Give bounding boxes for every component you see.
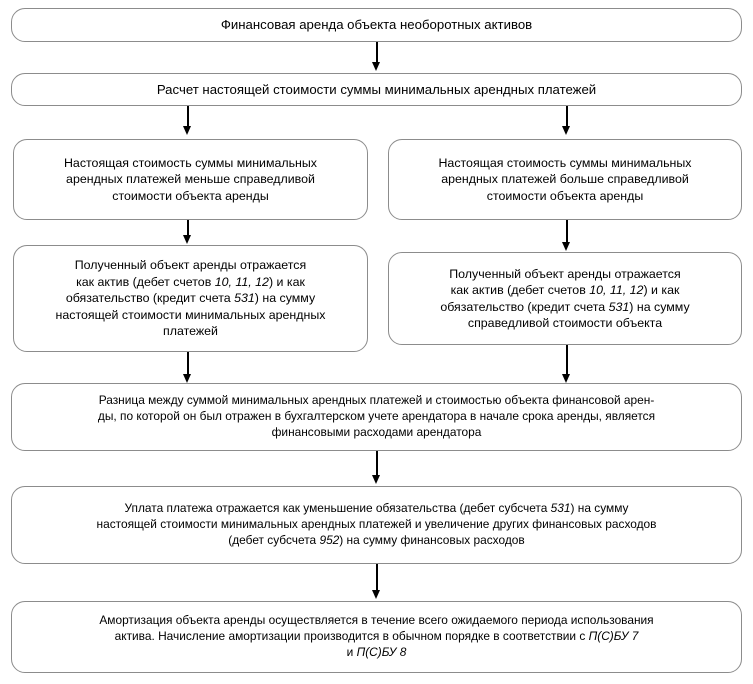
node-text: Расчет настоящей стоимости суммы минимал… xyxy=(156,81,597,97)
node-line-1: Амортизация объекта аренды осуществляетс… xyxy=(99,613,654,628)
node-text: Финансовая аренда объекта необоротных ак… xyxy=(220,17,533,33)
node-line-3-pre: (дебет субсчета xyxy=(228,532,320,547)
arrowhead-n3a-n4a xyxy=(183,235,191,244)
arrowhead-n6-n7 xyxy=(372,590,380,599)
node-line-2: настоящей стоимости минимальных арендных… xyxy=(96,517,657,532)
subaccount-number-952: 952 xyxy=(319,532,340,547)
connector-n4b-n5 xyxy=(566,345,568,376)
connector-n5-n6 xyxy=(376,451,378,477)
arrowhead-n2-n3b xyxy=(562,126,570,135)
node-difference-is-finance-expense: Разница между суммой минимальных арендны… xyxy=(11,383,742,451)
node-line-1: Настоящая стоимость суммы минимальных xyxy=(63,155,317,170)
connector-n2-n3b xyxy=(566,106,568,128)
node-line-1-pre: Уплата платежа отражается как уменьшение… xyxy=(124,501,551,516)
node-line-2: арендных платежей меньше справедливой xyxy=(66,172,315,187)
node-line-2-pre: как актив (дебет счетов xyxy=(76,274,215,289)
connector-n1-n2 xyxy=(376,42,378,64)
node-line-3-post: ) на сумму xyxy=(254,291,316,306)
standard-ref-psbu-7: П(С)БУ 7 xyxy=(588,629,639,644)
connector-n3b-n4b xyxy=(566,220,568,244)
node-line-3-pre: обязательство (кредит счета xyxy=(65,291,235,306)
node-financial-lease-title: Финансовая аренда объекта необоротных ак… xyxy=(11,8,742,42)
arrowhead-n3b-n4b xyxy=(562,242,570,251)
node-line-3-pre: и xyxy=(346,644,357,659)
account-number-10-11-12: 10, 11, 12 xyxy=(214,274,269,289)
arrowhead-n4b-n5 xyxy=(562,374,570,383)
node-depreciation-rules: Амортизация объекта аренды осуществляетс… xyxy=(11,601,742,673)
node-line-1: Разница между суммой минимальных арендны… xyxy=(98,393,655,408)
node-line-1: Настоящая стоимость суммы минимальных xyxy=(438,155,692,170)
node-line-3: финансовыми расходами арендатора xyxy=(271,424,482,439)
arrowhead-n2-n3a xyxy=(183,126,191,135)
account-number-531: 531 xyxy=(608,299,630,314)
standard-ref-psbu-8: П(С)БУ 8 xyxy=(356,644,407,659)
node-line-2-post: ) и как xyxy=(643,283,680,297)
node-line-3: стоимости объекта аренды xyxy=(486,188,644,203)
node-line-2-pre: актива. Начисление амортизации производи… xyxy=(114,629,589,644)
arrowhead-n5-n6 xyxy=(372,475,380,484)
node-pv-greater-than-fair-value: Настоящая стоимость суммы минимальных ар… xyxy=(388,139,742,220)
arrowhead-n1-n2 xyxy=(372,62,380,71)
node-pv-less-than-fair-value: Настоящая стоимость суммы минимальных ар… xyxy=(13,139,368,220)
node-line-1-post: ) на сумму xyxy=(570,501,629,516)
node-line-3-pre: обязательство (кредит счета xyxy=(440,299,609,314)
node-line-2: ды, по которой он был отражен в бухгалте… xyxy=(97,409,656,424)
node-line-4: справедливой стоимости объекта xyxy=(467,316,663,330)
subaccount-number-531: 531 xyxy=(550,501,571,516)
node-line-1: Полученный объект аренды отражается xyxy=(449,266,681,281)
arrowhead-n4a-n5 xyxy=(183,374,191,383)
connector-n6-n7 xyxy=(376,564,378,592)
node-payment-reduces-liability: Уплата платежа отражается как уменьшение… xyxy=(11,486,742,564)
node-record-asset-at-fair-value: Полученный объект аренды отражается как … xyxy=(388,252,742,345)
node-line-4: настоящей стоимости минимальных арендных xyxy=(55,307,326,322)
node-line-3: стоимости объекта аренды xyxy=(112,188,269,203)
node-line-2: арендных платежей больше справедливой xyxy=(441,172,689,187)
connector-n3a-n4a xyxy=(187,220,189,237)
account-number-531: 531 xyxy=(234,291,255,306)
account-number-10-11-12: 10, 11, 12 xyxy=(589,283,644,297)
node-line-5: платежей xyxy=(163,324,218,339)
node-record-asset-at-present-value: Полученный объект аренды отражается как … xyxy=(13,245,368,352)
node-line-2-post: ) и как xyxy=(268,274,305,289)
connector-n2-n3a xyxy=(187,106,189,128)
node-calc-present-value: Расчет настоящей стоимости суммы минимал… xyxy=(11,73,742,106)
node-line-3-post: ) на сумму финансовых расходов xyxy=(339,532,525,547)
node-line-1: Полученный объект аренды отражается xyxy=(74,258,307,273)
connector-n4a-n5 xyxy=(187,352,189,376)
node-line-3-post: ) на сумму xyxy=(629,299,690,314)
node-line-2-pre: как актив (дебет счетов xyxy=(450,283,590,297)
